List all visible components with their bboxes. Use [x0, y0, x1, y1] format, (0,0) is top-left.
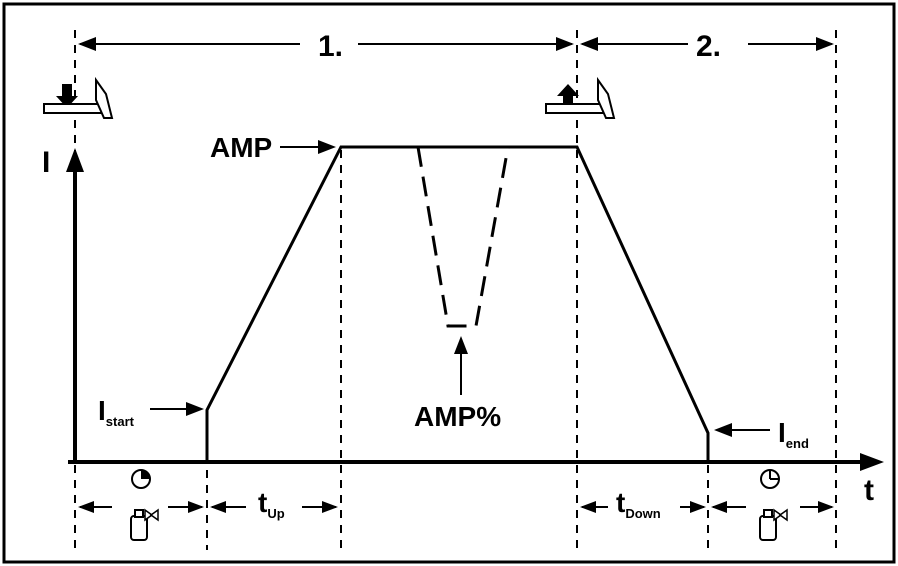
t-up-label: tUp — [258, 487, 285, 521]
y-axis-label: I — [42, 146, 50, 179]
pre-gas-span-arrow — [78, 501, 204, 513]
amp-label: AMP — [210, 132, 272, 163]
t-up-span-arrow — [210, 501, 338, 513]
gas-cylinder-icon — [130, 508, 159, 541]
amp-pointer-arrow — [280, 140, 336, 154]
x-axis-label: t — [864, 474, 874, 507]
torch-trigger-release-icon — [545, 76, 616, 119]
torch-trigger-press-icon — [43, 76, 114, 119]
amp-percent-pointer-arrow — [454, 336, 468, 395]
i-start-label: Istart — [98, 395, 135, 429]
i-end-label: Iend — [778, 417, 809, 451]
t-down-label: tDown — [616, 487, 661, 521]
phase-2-span-arrow — [580, 37, 834, 51]
x-axis — [68, 453, 884, 471]
phase-1-label: 1. — [318, 30, 343, 63]
gas-postflow-clock-icon — [760, 469, 780, 489]
i-start-pointer-arrow — [150, 402, 204, 416]
y-axis — [66, 148, 84, 462]
amp-percent-dip-curve — [416, 146, 510, 328]
phase-2-label: 2. — [696, 30, 721, 63]
phase-1-span-arrow — [78, 37, 574, 51]
t-down-span-arrow — [580, 501, 706, 513]
post-gas-span-arrow — [711, 501, 834, 513]
amp-percent-label: AMP% — [414, 401, 501, 432]
gas-preflow-clock-icon — [131, 469, 151, 489]
gas-cylinder-icon — [759, 508, 788, 541]
i-end-pointer-arrow — [714, 423, 770, 437]
current-curve — [205, 145, 710, 462]
